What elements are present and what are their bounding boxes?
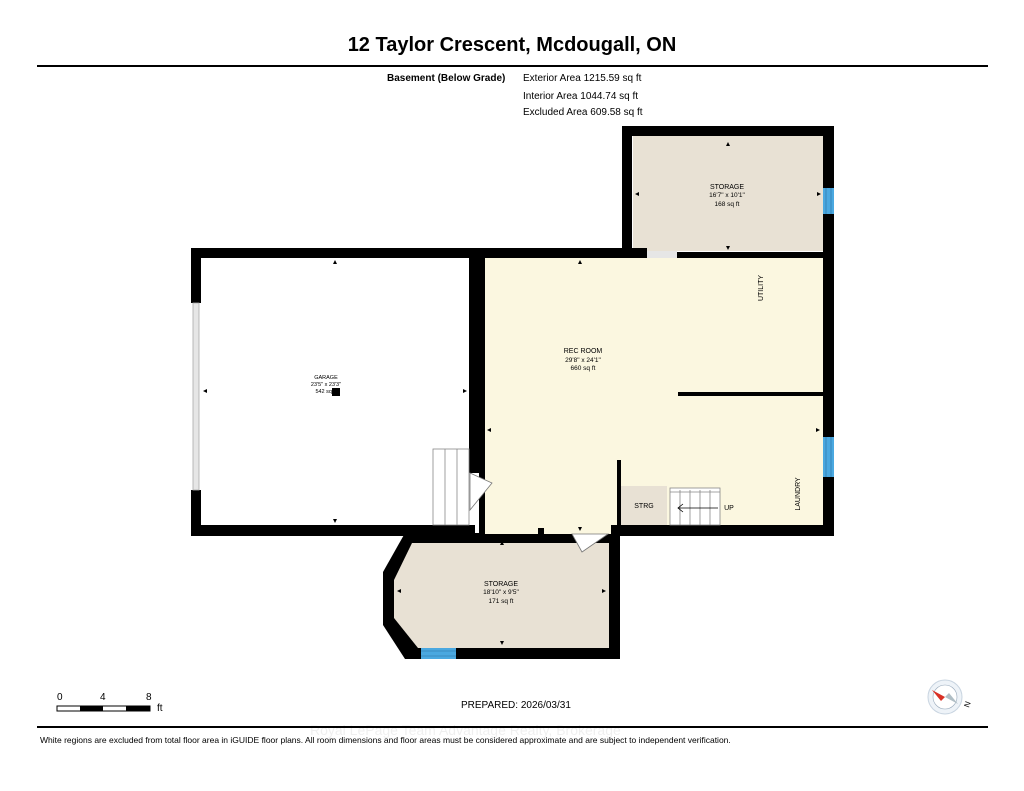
scale-bar [56, 705, 151, 712]
wall-stub [538, 528, 544, 535]
rec-room-dims: 29'8" x 24'1" [565, 357, 601, 364]
storage-top-fill [633, 136, 823, 251]
storage-bottom-dims: 18'10" x 9'5" [483, 589, 519, 596]
page-title: 12 Taylor Crescent, Mcdougall, ON [347, 34, 677, 56]
dimension-markers [203, 142, 821, 645]
stairs-up-label: UP [724, 505, 734, 512]
excluded-area: Excluded Area 609.58 sq ft [523, 107, 643, 118]
prepared-date: PREPARED: 2026/03/31 [461, 700, 571, 711]
interior-area: Interior Area 1044.74 sq ft [523, 91, 639, 102]
strg-label: STRG [634, 503, 653, 510]
scale-tick-4: 4 [100, 692, 106, 703]
rec-room-area: 660 sq ft [571, 365, 596, 372]
compass-icon [927, 679, 963, 715]
rec-room-bottom-strip [485, 528, 611, 534]
storage-door-swing [571, 533, 610, 553]
rec-room-name: REC ROOM [564, 348, 603, 355]
window-laundry [823, 437, 834, 477]
storage-top-name: STORAGE [710, 184, 744, 191]
floor-label: Basement (Below Grade) [387, 73, 506, 84]
top-divider [37, 65, 988, 67]
exterior-area: Exterior Area 1215.59 sq ft [523, 73, 642, 84]
storage-top-dims: 16'7" x 10'1" [709, 192, 745, 199]
scale-tick-0: 0 [57, 692, 63, 703]
window-lines [421, 188, 832, 657]
garage-area: 542 sq ft [315, 389, 337, 395]
utility-label: UTILITY [758, 275, 765, 301]
storage-bottom-area: 171 sq ft [489, 598, 514, 605]
main-stairs [669, 487, 721, 526]
scale-tick-8: 8 [146, 692, 152, 703]
garage-stairs [432, 448, 470, 526]
laundry-label: LAUNDRY [795, 477, 802, 511]
garage-dims: 23'5" x 23'3" [311, 382, 341, 388]
storage-bottom-name: STORAGE [484, 581, 518, 588]
doorway-top [647, 251, 677, 258]
garage-marker [332, 388, 340, 396]
garage-name: GARAGE [314, 375, 338, 381]
window-storage-bottom [421, 648, 456, 659]
disclaimer: White regions are excluded from total fl… [40, 735, 731, 745]
storage-top-area: 168 sq ft [715, 201, 740, 208]
garage-door [192, 302, 200, 491]
storage-bottom-inner [394, 543, 609, 648]
bottom-divider [37, 726, 988, 728]
strg-fill [621, 486, 667, 528]
garage-door-swing [469, 472, 493, 512]
window-storage-top [823, 188, 834, 214]
stairs-arrow [677, 503, 718, 513]
scale-unit: ft [157, 703, 163, 714]
compass-north-label: N [962, 700, 973, 709]
watermark: Royal LePage Team Advantage Realty, Brok… [310, 722, 621, 738]
